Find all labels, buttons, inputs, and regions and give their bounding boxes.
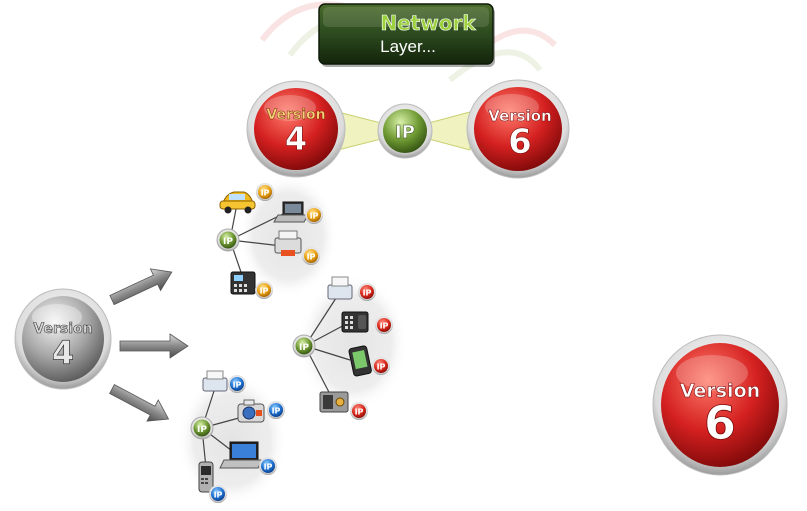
blue-hub-label: IP bbox=[197, 425, 207, 435]
left-version-4-badge: Version 4 bbox=[14, 288, 112, 390]
svg-text:IP: IP bbox=[363, 289, 372, 298]
gold-tag-1: IP bbox=[256, 183, 274, 201]
mobile-icon bbox=[348, 345, 372, 377]
arrow-right bbox=[119, 333, 189, 359]
top-ip-label: IP bbox=[395, 122, 415, 143]
camera-icon bbox=[237, 399, 265, 423]
top-v6-number: 6 bbox=[508, 122, 532, 162]
phone-icon bbox=[230, 271, 256, 295]
svg-text:IP: IP bbox=[355, 408, 364, 417]
svg-text:IP: IP bbox=[310, 212, 319, 221]
svg-text:IP: IP bbox=[261, 189, 270, 198]
blue-tag-1: IP bbox=[228, 375, 246, 393]
network-layer-banner: Network Layer... bbox=[318, 3, 495, 67]
gold-tag-3: IP bbox=[302, 247, 320, 265]
right-v6-number: 6 bbox=[704, 396, 736, 450]
top-v4-word: Version bbox=[266, 107, 325, 123]
safe-icon bbox=[319, 391, 349, 413]
gold-hub-label: IP bbox=[223, 237, 233, 247]
left-v4-word: Version bbox=[33, 321, 92, 337]
svg-text:IP: IP bbox=[233, 381, 242, 390]
banner-subtitle: Layer... bbox=[380, 37, 436, 56]
blue-tag-2: IP bbox=[267, 401, 285, 419]
right-version-6-badge: Version 6 bbox=[652, 334, 788, 476]
right-v6-word: Version bbox=[680, 380, 760, 402]
phone-icon bbox=[341, 311, 369, 333]
cluster-blue: IP IP IP IP IP bbox=[177, 370, 287, 506]
top-version-6-badge: Version 6 bbox=[466, 79, 570, 179]
cluster-gold: IP IP IP IP IP bbox=[216, 174, 338, 299]
red-tag-3: IP bbox=[372, 357, 390, 375]
red-tag-2: IP bbox=[375, 316, 393, 334]
blue-tag-4: IP bbox=[209, 485, 227, 503]
blue-cluster-hub: IP bbox=[190, 416, 214, 440]
svg-text:IP: IP bbox=[307, 253, 316, 262]
svg-text:IP: IP bbox=[260, 287, 269, 296]
red-cluster-hub: IP bbox=[292, 334, 316, 358]
gold-tag-2: IP bbox=[305, 206, 323, 224]
top-ip-hub: IP bbox=[377, 103, 433, 159]
laptop-icon bbox=[273, 201, 309, 223]
svg-text:IP: IP bbox=[380, 322, 389, 331]
mobile-icon bbox=[198, 461, 214, 493]
red-tag-4: IP bbox=[350, 402, 368, 420]
top-version-4-badge: Version 4 bbox=[246, 80, 346, 178]
red-tag-1: IP bbox=[358, 283, 376, 301]
svg-text:IP: IP bbox=[272, 407, 281, 416]
arrow-up-right bbox=[109, 268, 173, 306]
svg-text:IP: IP bbox=[377, 363, 386, 372]
svg-text:IP: IP bbox=[214, 491, 223, 500]
laptop-icon bbox=[219, 441, 263, 469]
printer-icon bbox=[327, 276, 353, 300]
cluster-red: IP IP IP IP IP bbox=[292, 275, 408, 420]
svg-text:IP: IP bbox=[264, 463, 273, 472]
arrow-down-right bbox=[109, 384, 170, 422]
gold-tag-4: IP bbox=[255, 281, 273, 299]
gold-cluster-hub: IP bbox=[216, 228, 240, 252]
left-v4-number: 4 bbox=[52, 334, 74, 372]
printer-icon bbox=[202, 370, 228, 392]
printer-icon bbox=[274, 230, 302, 256]
banner-title: Network bbox=[380, 11, 476, 35]
blue-tag-3: IP bbox=[259, 457, 277, 475]
top-v6-word: Version bbox=[488, 107, 551, 125]
red-hub-label: IP bbox=[299, 343, 309, 353]
car-icon bbox=[219, 191, 256, 214]
top-v4-number: 4 bbox=[285, 120, 307, 158]
